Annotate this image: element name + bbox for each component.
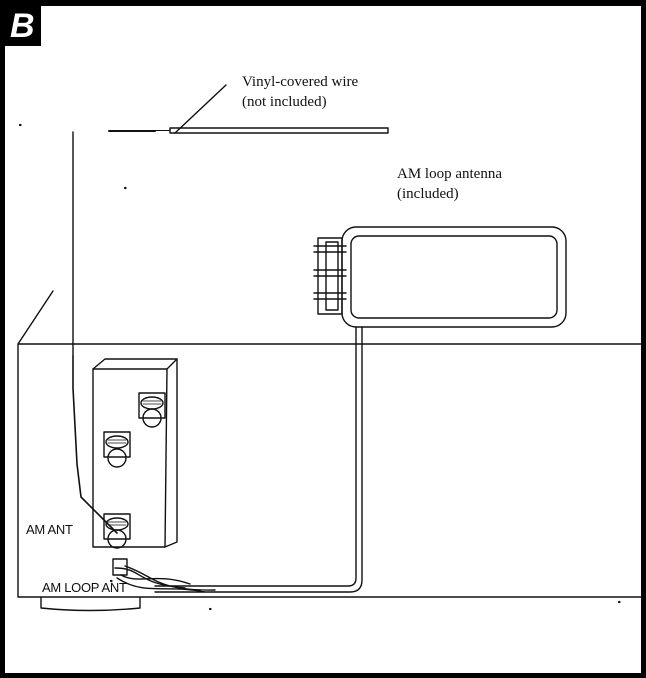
stray-dots <box>18 123 621 611</box>
terminal-panel <box>92 358 178 548</box>
vinyl-wire-label-line1: Vinyl-covered wire <box>242 74 359 90</box>
loop-antenna-label-line1: AM loop antenna <box>397 166 502 182</box>
loop-antenna-cable <box>154 326 363 593</box>
loop-antenna-label-line2: (included) <box>397 186 459 202</box>
terminal-screw-am-ant <box>103 513 131 549</box>
terminal-screw <box>138 392 166 428</box>
wire-label-leader <box>174 84 227 134</box>
am-loop-ant-terminal-wires <box>112 558 216 593</box>
am-ant-label: AM ANT <box>26 522 73 537</box>
receiver-chassis <box>17 290 641 598</box>
antenna-connection-diagram <box>17 84 641 612</box>
panel-letter: B <box>10 7 35 45</box>
vinyl-wire-label-line2: (not included) <box>242 94 327 110</box>
am-loop-ant-label: AM LOOP ANT <box>42 580 127 595</box>
vinyl-covered-wire <box>72 127 389 534</box>
terminal-screw <box>103 431 131 468</box>
panel-letter-badge: B <box>5 6 41 46</box>
am-loop-antenna <box>313 226 567 328</box>
receiver-foot <box>40 597 141 612</box>
